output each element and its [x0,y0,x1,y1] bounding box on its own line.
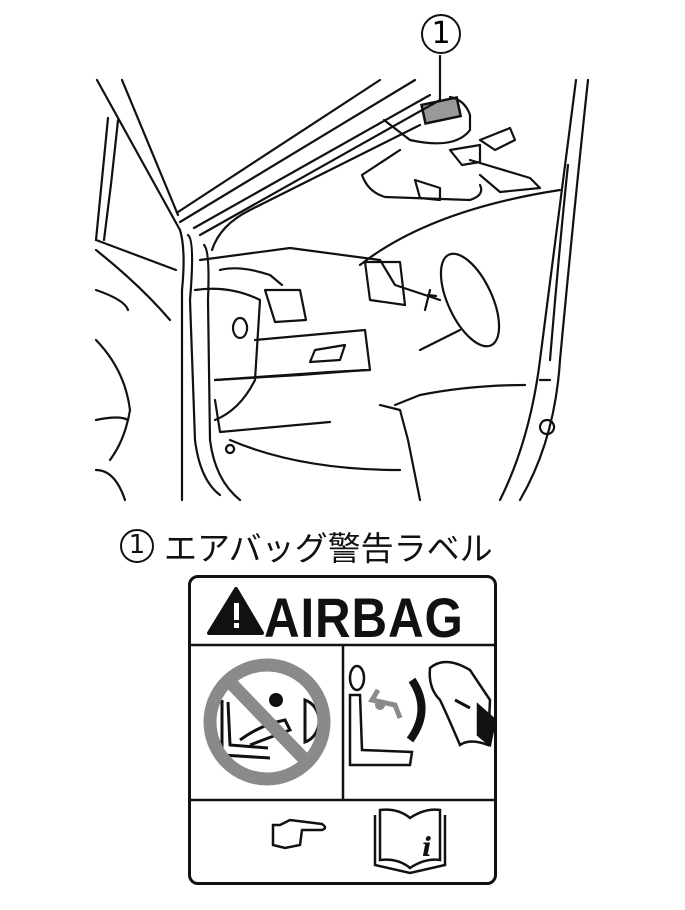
car-line-art [94,78,590,502]
caption: 1 エアバッグ警告ラベル [120,522,493,570]
caption-text: エアバッグ警告ラベル [164,529,493,568]
airbag-label-location [420,95,463,126]
callout-number: 1 [421,14,461,54]
label-title: AIRBAG [264,586,464,649]
caption-number: 1 [120,529,154,563]
